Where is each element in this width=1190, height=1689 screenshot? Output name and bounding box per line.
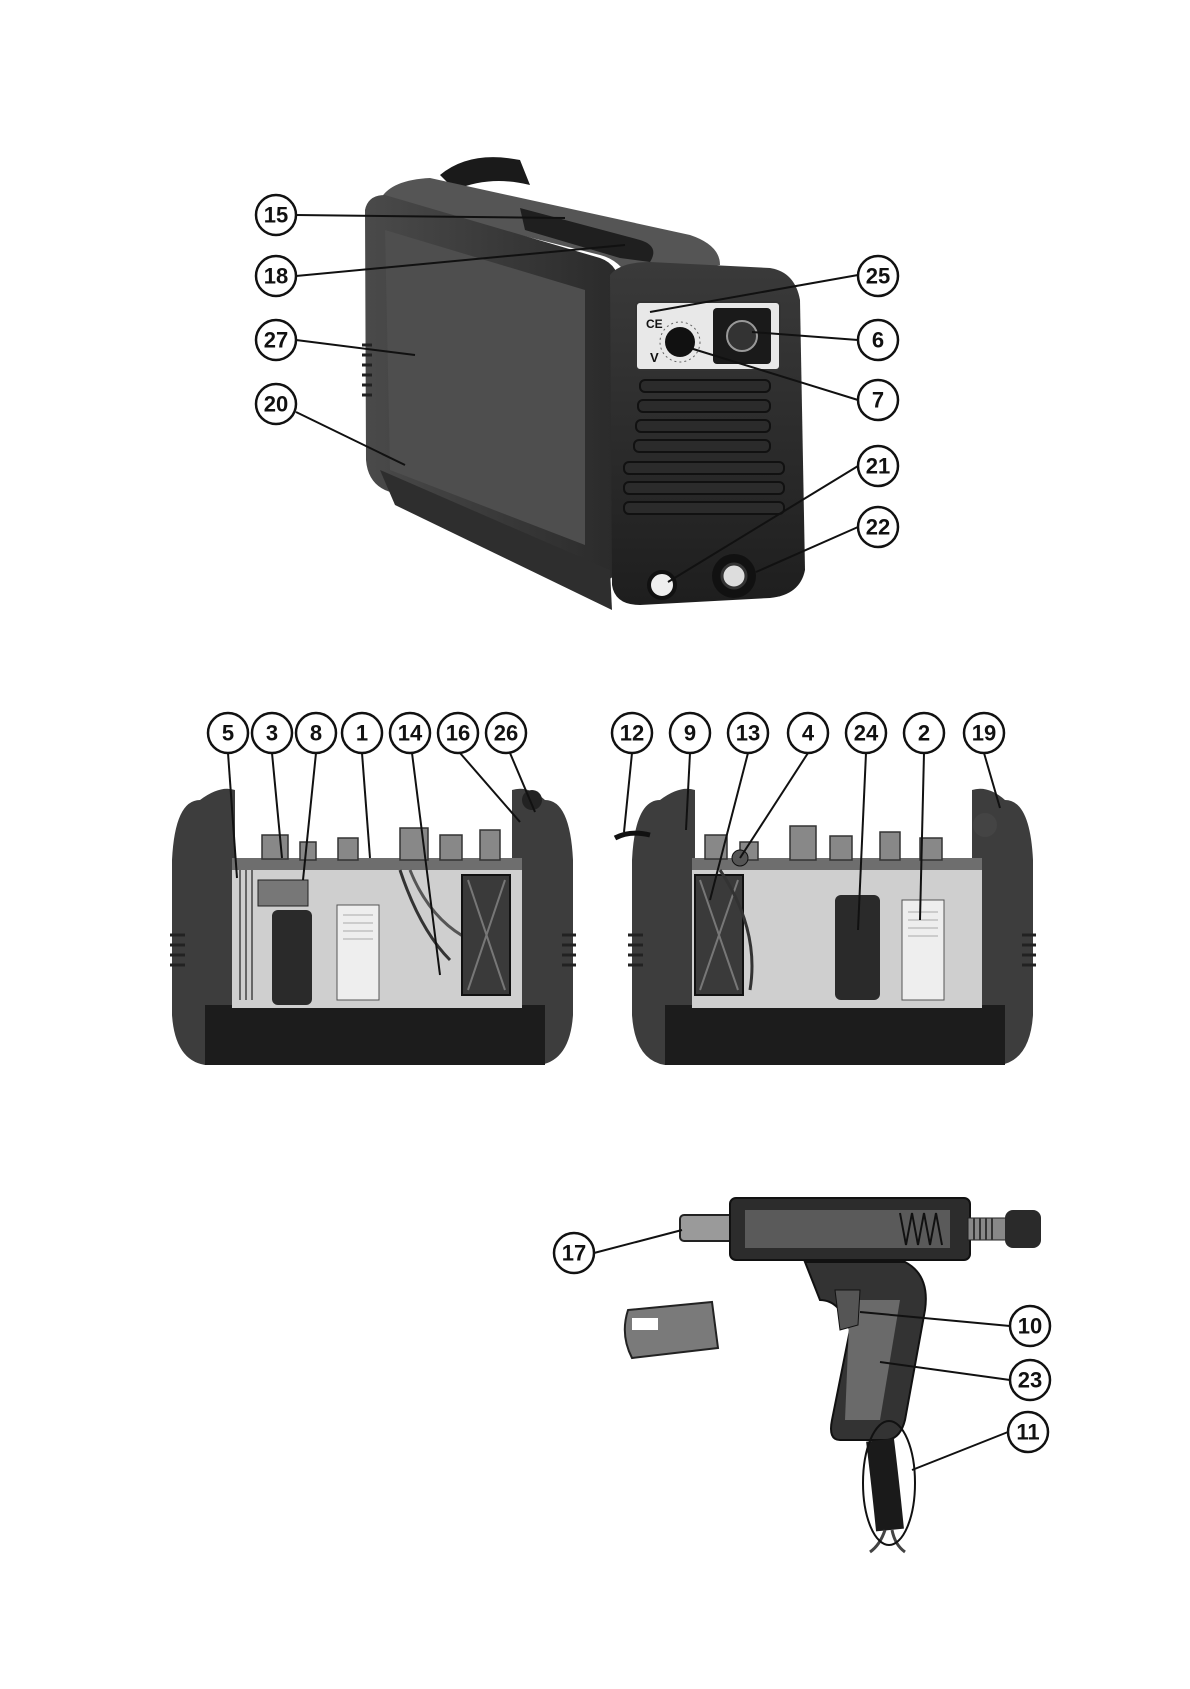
control-knob[interactable]	[665, 327, 695, 357]
leader-lines	[227, 214, 1011, 1471]
callout-5: 5	[222, 721, 234, 746]
cable-highlight-ellipse	[862, 1420, 916, 1546]
callout-24: 24	[854, 721, 879, 746]
callout-2: 2	[918, 721, 930, 746]
output-socket-left	[647, 570, 677, 600]
callout-21: 21	[866, 454, 890, 479]
callout-25: 25	[866, 264, 890, 289]
pcb-board	[232, 858, 522, 870]
callout-16: 16	[446, 721, 470, 746]
ce-mark: CE	[646, 317, 663, 331]
callout-18: 18	[264, 264, 288, 289]
welder-internal-view-right	[613, 788, 1036, 1065]
callout-22: 22	[866, 515, 890, 540]
callout-27: 27	[264, 328, 288, 353]
callout-8: 8	[310, 721, 322, 746]
callout-11: 11	[1016, 1420, 1039, 1445]
welder-exterior-illustration: CE V	[362, 157, 805, 610]
callout-23: 23	[1018, 1368, 1042, 1393]
handle-strap	[440, 157, 530, 190]
callout-4: 4	[802, 721, 815, 746]
callout-7: 7	[872, 388, 884, 413]
volt-label: V	[650, 350, 659, 365]
carry-handle	[520, 208, 654, 262]
callout-circles	[206, 193, 1052, 1454]
callout-numbers: 15 18 27 20 25 6 7 21 22 5 3 8 1 14 16 2…	[222, 203, 1042, 1445]
stud-gun-illustration	[623, 1197, 1041, 1554]
callout-1: 1	[356, 721, 368, 746]
welder-internal-view-left	[170, 788, 576, 1065]
collet-part	[623, 1300, 720, 1360]
trigger	[834, 1289, 861, 1331]
callout-9: 9	[684, 721, 696, 746]
callout-15: 15	[264, 203, 288, 228]
callout-13: 13	[736, 721, 760, 746]
callout-14: 14	[398, 721, 423, 746]
callout-3: 3	[266, 721, 278, 746]
callout-10: 10	[1018, 1314, 1042, 1339]
callout-17: 17	[562, 1241, 586, 1266]
callout-20: 20	[264, 392, 288, 417]
callout-19: 19	[972, 721, 996, 746]
main-switch[interactable]	[726, 320, 758, 352]
capacitor	[835, 895, 880, 1000]
callout-12: 12	[620, 721, 644, 746]
front-vents	[623, 379, 785, 515]
callout-26: 26	[494, 721, 518, 746]
callout-6: 6	[872, 328, 884, 353]
output-socket-right	[720, 562, 748, 590]
